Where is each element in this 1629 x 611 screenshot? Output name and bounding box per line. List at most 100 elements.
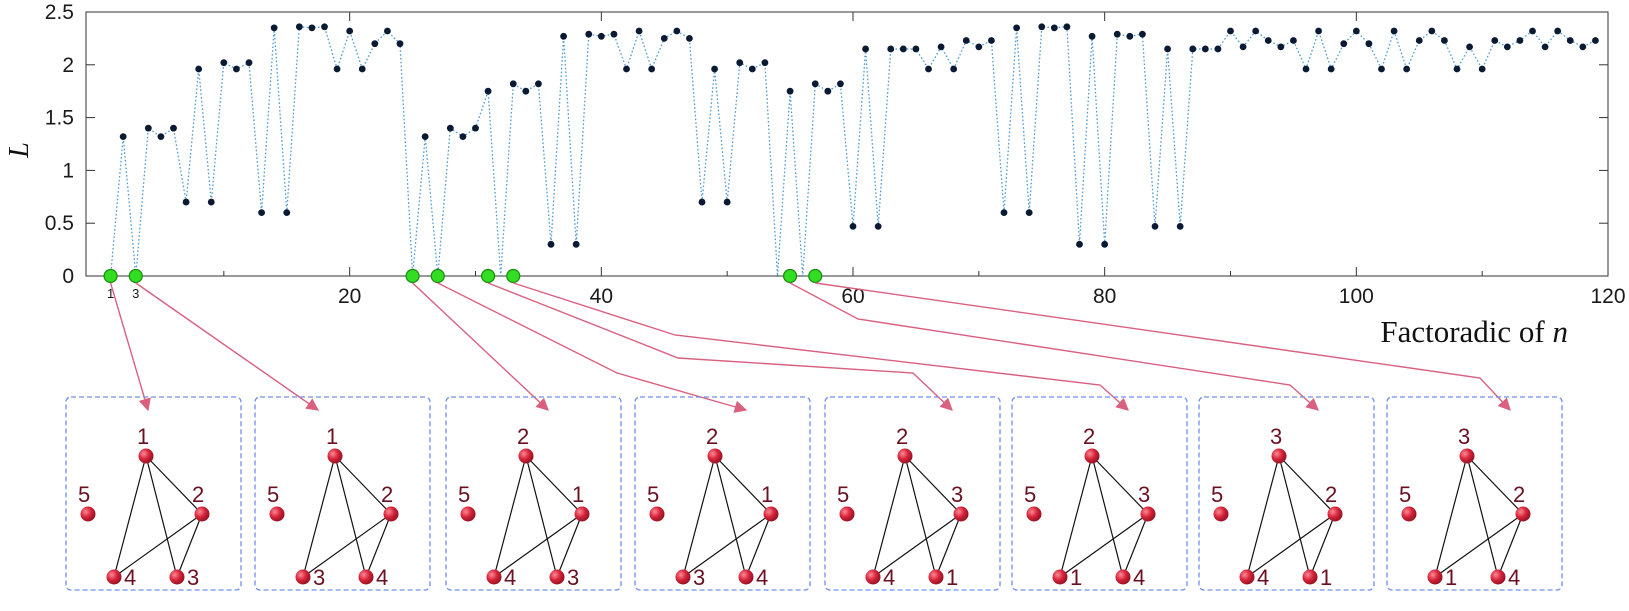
graph-edge [1091, 455, 1149, 515]
data-point [899, 45, 907, 53]
data-point [1302, 65, 1310, 73]
data-point [1252, 27, 1260, 35]
data-point [358, 65, 366, 73]
graph-node-label: 2 [517, 424, 529, 449]
zero-point-marker [480, 268, 496, 284]
data-point [509, 80, 517, 88]
graph-node-label: 4 [1508, 565, 1520, 590]
data-point [874, 222, 882, 230]
data-point [1290, 37, 1297, 44]
data-point [837, 80, 844, 88]
connector-arrow [437, 282, 748, 413]
graph-panel-border [1011, 396, 1188, 591]
series-line [109, 26, 1596, 277]
graph-edge [1091, 455, 1124, 578]
data-point [1566, 37, 1574, 44]
x-axis-label-text: Factoradic of [1380, 314, 1552, 349]
x-axis-label-var: n [1553, 314, 1569, 349]
data-point [698, 198, 706, 206]
data-point [786, 87, 794, 95]
data-point [459, 133, 467, 141]
data-point [572, 240, 580, 248]
graph-node [897, 448, 913, 464]
graph-node-label: 2 [1325, 482, 1337, 507]
data-point [1025, 209, 1033, 217]
graph-edge [556, 513, 583, 578]
graph-node [269, 506, 285, 522]
graph-node [839, 506, 855, 522]
connector-arrow [412, 282, 549, 411]
graph-node [1302, 569, 1318, 585]
data-point [736, 59, 744, 67]
graph-node-label: 2 [1513, 482, 1525, 507]
data-point [623, 65, 630, 73]
graph-node [1026, 506, 1042, 522]
data-point [1327, 65, 1335, 73]
graph-node-label: 3 [187, 565, 199, 590]
graph-edge [365, 513, 392, 578]
graph-node [1271, 448, 1287, 464]
graph-panel-border [65, 396, 242, 591]
data-point [270, 24, 278, 32]
data-point [1264, 37, 1272, 44]
graph-edge [1466, 455, 1524, 515]
data-point [384, 27, 391, 35]
data-point [472, 124, 479, 132]
data-point [346, 27, 354, 35]
data-point [1101, 240, 1109, 248]
graph-edge [493, 455, 527, 578]
data-point [887, 45, 895, 53]
graph-node [549, 569, 565, 585]
data-point [925, 65, 932, 73]
graph-node-label: 3 [1458, 424, 1470, 449]
graph-node-label: 4 [1257, 565, 1269, 590]
graph-node [169, 569, 185, 585]
graph-node [763, 506, 779, 522]
data-point [484, 87, 492, 95]
data-point [962, 37, 970, 44]
connector-arrow [815, 282, 1511, 411]
y-tick-label: 2 [62, 54, 74, 77]
graph-node [928, 569, 944, 585]
data-point [522, 87, 530, 95]
graph-node-label: 1 [326, 424, 338, 449]
data-point [1088, 32, 1096, 40]
data-point [761, 59, 769, 67]
graph-edge [302, 455, 336, 578]
zero-point-marker [808, 268, 823, 284]
x-tick-label: 60 [841, 285, 864, 308]
data-point [711, 65, 718, 73]
data-point [321, 23, 328, 31]
data-point [1277, 43, 1285, 51]
x-tick-label: 100 [1339, 285, 1374, 308]
data-point [182, 198, 190, 206]
data-point [1428, 27, 1436, 35]
graph-edge [145, 455, 203, 515]
graph-node-label: 5 [1024, 482, 1036, 507]
data-point [1466, 43, 1473, 51]
data-point [1000, 209, 1008, 217]
graph-edge [176, 513, 203, 578]
graph-panel-border [254, 396, 431, 591]
graph-node-label: 4 [756, 565, 768, 590]
data-point [1503, 43, 1511, 51]
graph-edge [334, 455, 392, 515]
data-point [1415, 37, 1423, 44]
graph-node [358, 569, 374, 585]
connector-arrow [135, 282, 320, 411]
data-point [371, 40, 379, 48]
data-point [673, 27, 681, 35]
data-point [1378, 65, 1385, 73]
graph-node [1084, 448, 1100, 464]
data-point [849, 222, 857, 230]
zero-point-marker [782, 268, 798, 284]
graph-node-label: 3 [693, 565, 705, 590]
data-point [950, 65, 958, 73]
data-point [1441, 37, 1448, 44]
data-point [1592, 37, 1599, 44]
